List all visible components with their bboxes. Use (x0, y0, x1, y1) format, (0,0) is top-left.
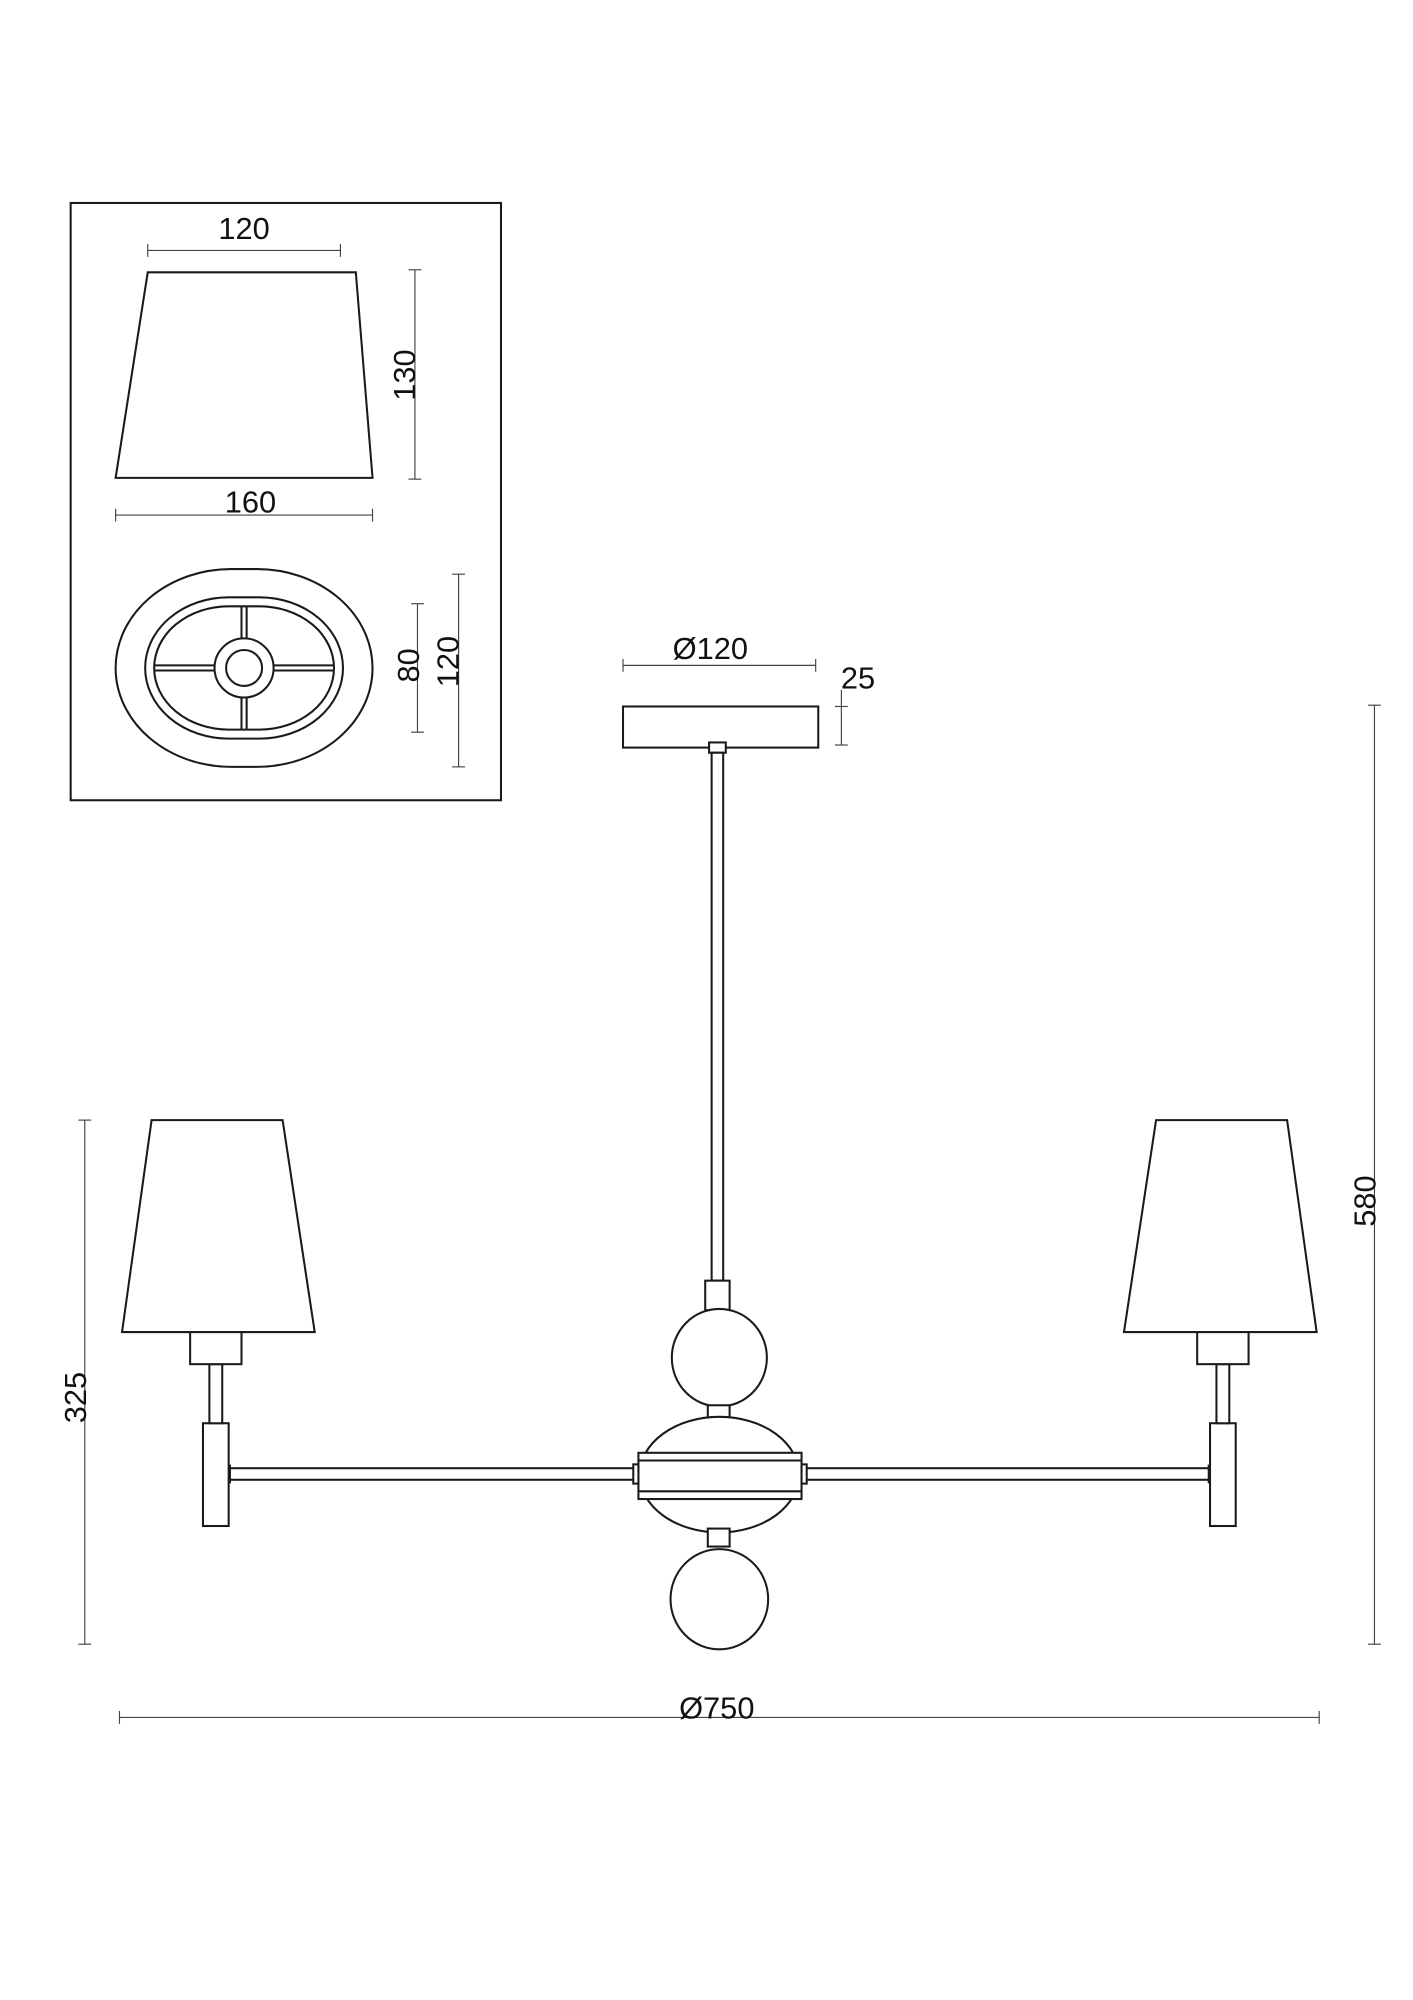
dim-label-canopy-diameter: Ø120 (673, 631, 748, 666)
left-arm (227, 1467, 640, 1481)
dim-total-height: 580 (1348, 704, 1383, 1645)
arms (227, 1451, 1213, 1501)
dim-shade-height: 130 (387, 269, 422, 480)
dim-label-total-diameter: Ø750 (679, 1691, 754, 1726)
dim-label-oval-outer: 120 (431, 636, 466, 687)
right-arm (800, 1467, 1213, 1481)
central-stem (638, 741, 801, 1651)
dim-oval-inner: 80 (391, 603, 426, 733)
dim-label-shade-top: 120 (218, 211, 269, 246)
dim-arm-height: 325 (58, 1119, 93, 1645)
canopy: Ø120 25 (621, 631, 875, 749)
dim-total-diameter: Ø750 (118, 1691, 1320, 1726)
upper-ball (670, 1307, 768, 1408)
shade-top-view (114, 568, 374, 768)
dim-shade-bottom: 160 (115, 485, 374, 522)
dim-shade-top: 120 (147, 211, 341, 257)
dim-label-arm-height: 325 (58, 1372, 93, 1423)
dim-label-canopy-height: 25 (841, 661, 875, 696)
shade-detail-inset: 120 130 160 (69, 201, 503, 802)
lower-ball (669, 1548, 770, 1651)
shade-side-view (114, 271, 374, 479)
right-lamp (1122, 1119, 1318, 1528)
left-lamp (120, 1119, 316, 1528)
left-shade (120, 1119, 316, 1334)
dim-label-shade-bottom: 160 (225, 485, 276, 520)
dim-oval-outer: 120 (431, 573, 466, 768)
dim-label-total-height: 580 (1348, 1175, 1383, 1226)
dim-label-shade-height: 130 (387, 349, 422, 400)
dim-label-oval-inner: 80 (391, 648, 426, 682)
right-shade (1122, 1119, 1318, 1334)
